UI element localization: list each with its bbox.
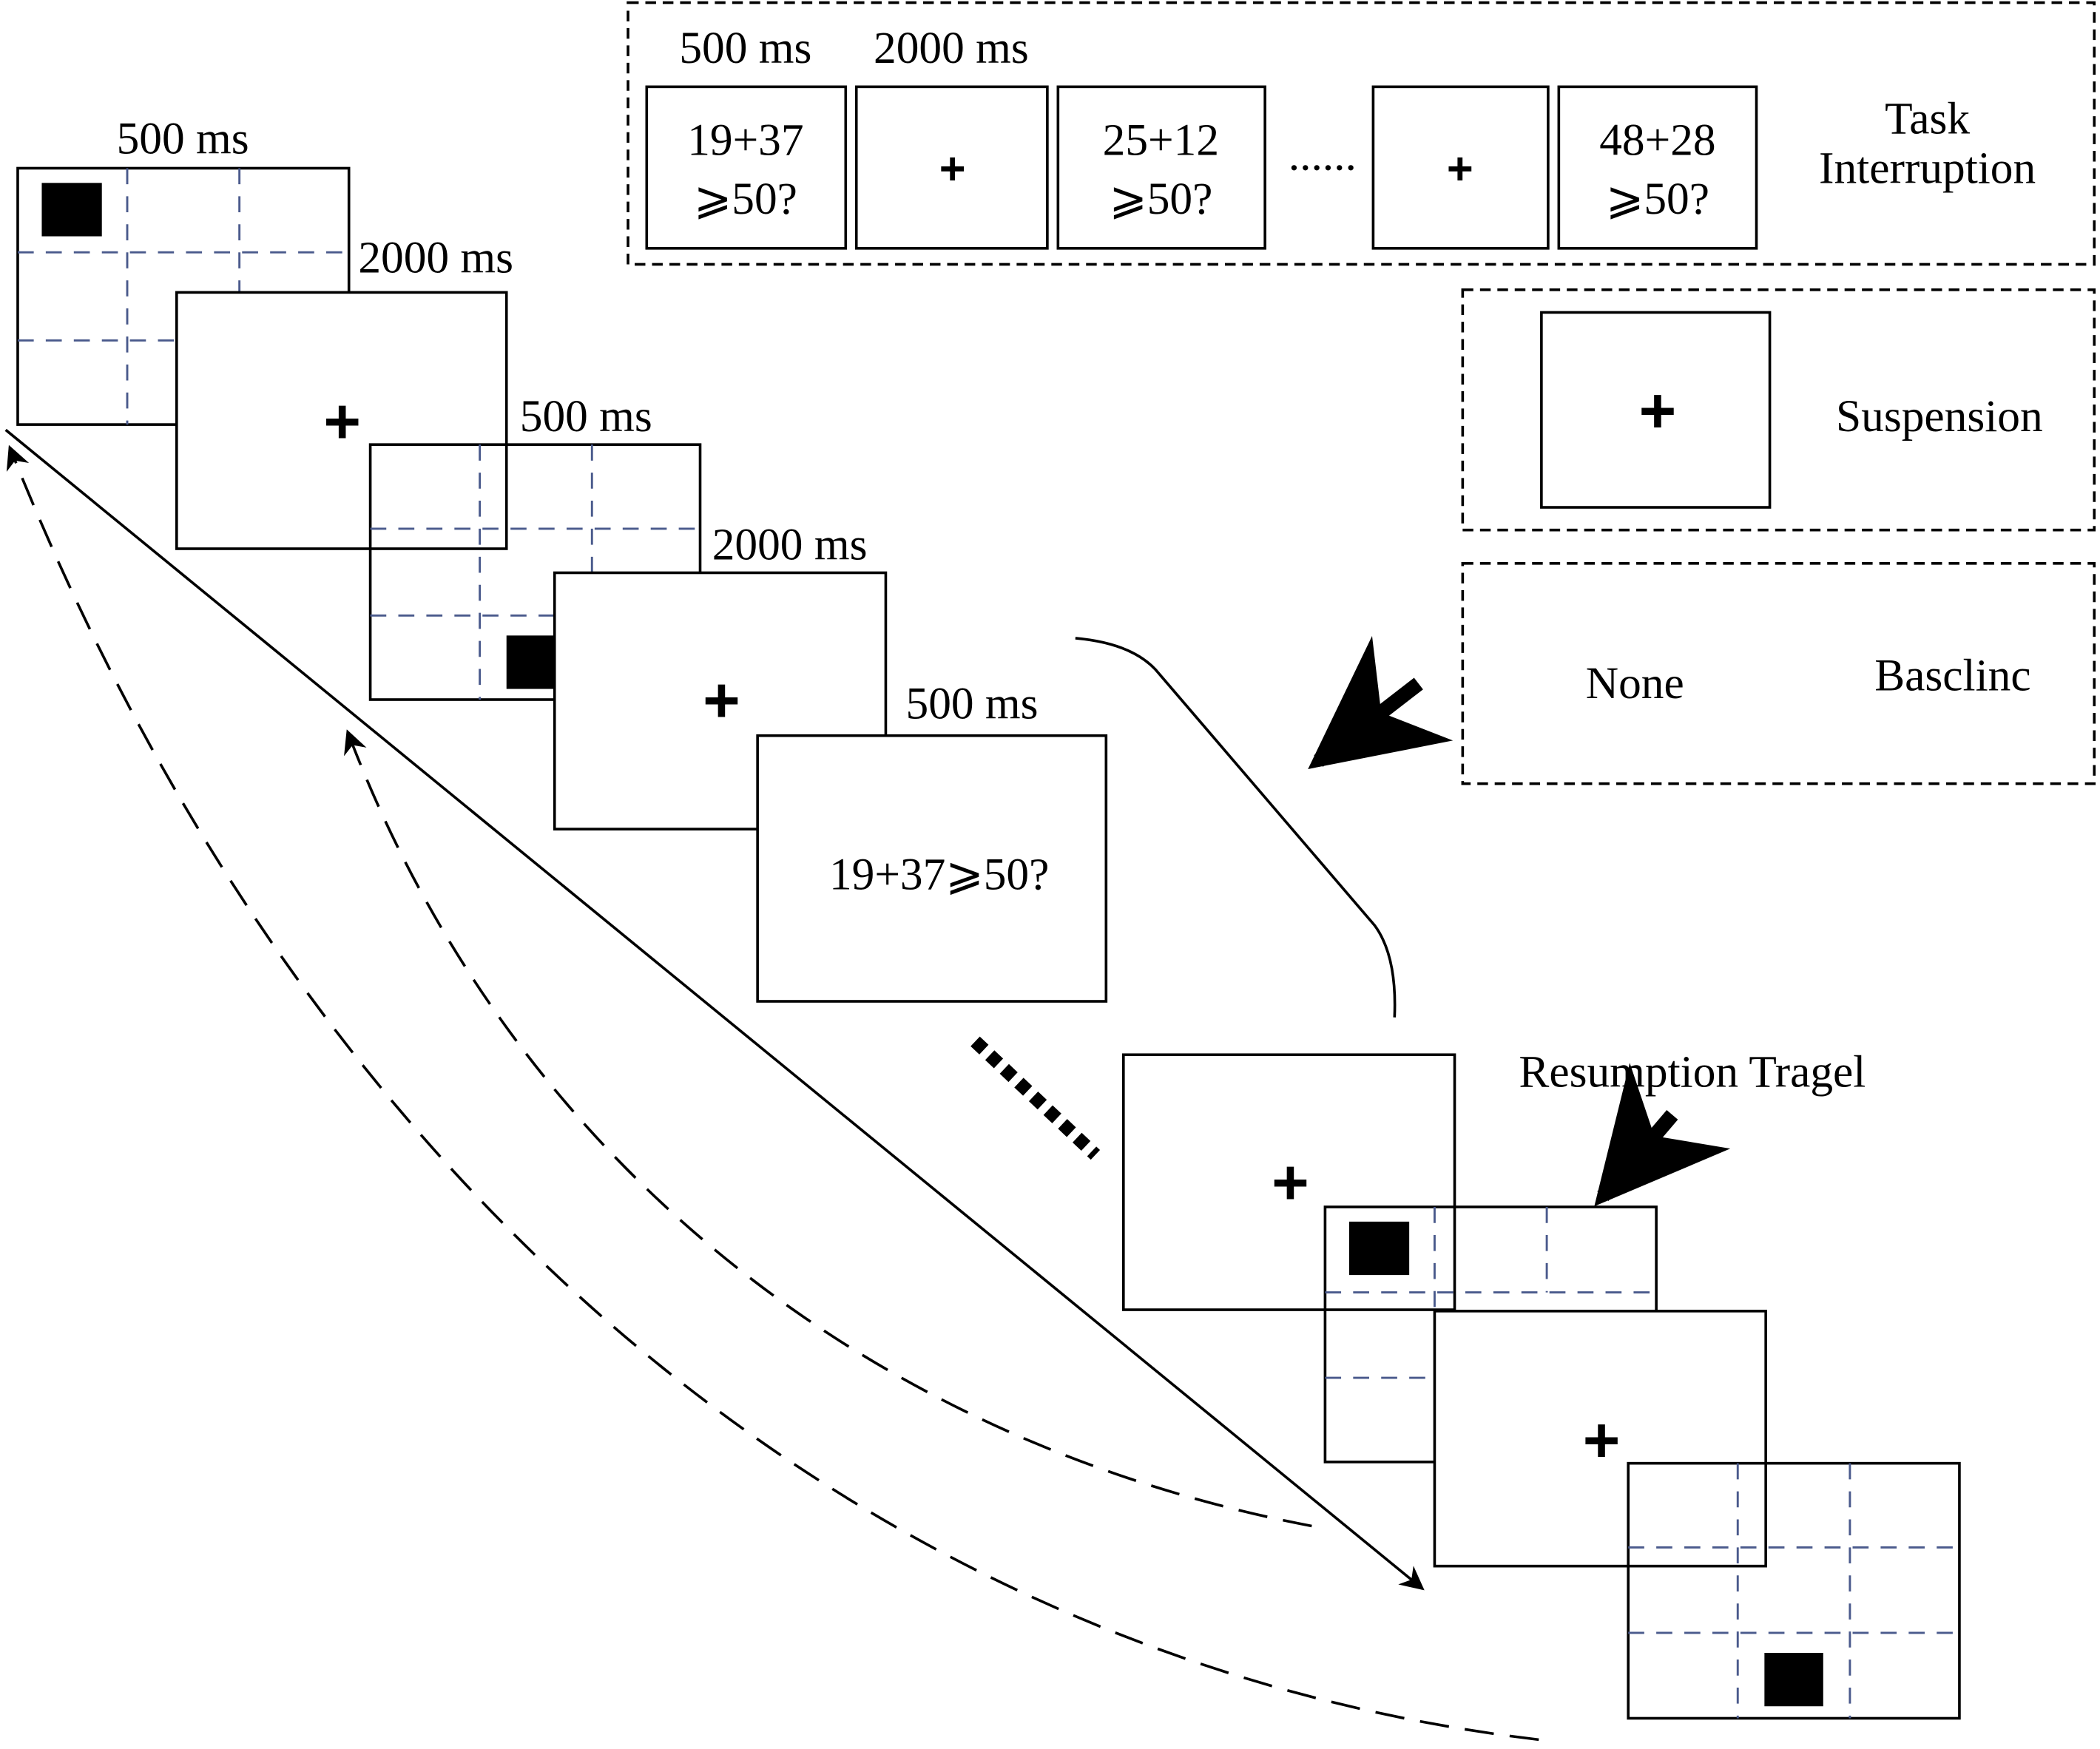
fixation-cross: + [939,143,966,194]
suspension-label: Suspension [1836,391,2043,442]
task-interruption-label: Task [1885,94,1970,144]
screen-math: 19+37⩾50? [756,734,1108,1003]
fixation-cross: + [1639,376,1677,447]
timing-label: 500 ms [117,114,249,164]
task-interruption-box [627,1,2096,266]
interruption-arrow [1308,635,1454,769]
task-interruption-label: Interruption [1819,143,2036,193]
timing-label: 2000 ms [874,23,1029,73]
fixation-cross: + [1583,1405,1621,1476]
problem-line: ⩾50? [1606,174,1709,224]
suspension-box [1461,288,2096,532]
timing-label: 500 ms [679,23,811,73]
screen-grid-4 [1627,1461,1961,1720]
timing-label: 2000 ms [712,519,868,569]
screen-fixation-3: + [1121,1053,1456,1311]
main-arrow [4,428,1425,1591]
ellipsis: ...... [1289,129,1357,180]
problem-line: ⩾50? [1109,174,1212,224]
none-label: None [1586,658,1684,708]
timing-label: 500 ms [520,391,652,442]
timing-label: 500 ms [906,678,1039,728]
problem-line: 25+12 [1103,115,1219,165]
resumption-arrow [1594,1063,1731,1207]
continuation-dots [970,1036,1101,1160]
problem-line: 48+28 [1599,115,1715,165]
math-problem: 19+37⩾50? [829,849,1049,899]
dashed-return-arrow-inner [344,729,1312,1528]
target-square [1348,1221,1410,1276]
target-square [41,183,102,237]
bracket-curve [1075,637,1397,1018]
target-square [1764,1653,1823,1707]
fixation-cross: + [1447,143,1473,194]
baseline-label: Basclinc [1874,650,2030,700]
fixation-cross: + [323,386,361,457]
fixation-cross: + [703,666,740,737]
target-square [506,635,560,689]
timing-label: 2000 ms [358,232,513,283]
baseline-box [1461,562,2096,785]
screen-fixation-4: + [1433,1310,1767,1568]
screen-fixation-1: + [175,291,508,550]
problem-line: 19+37 [687,115,803,165]
fixation-cross: + [1272,1147,1309,1218]
resumption-label: Resumption Tragel [1519,1047,1866,1097]
problem-line: ⩾50? [694,174,797,224]
dashed-return-arrow-outer [6,444,1539,1742]
